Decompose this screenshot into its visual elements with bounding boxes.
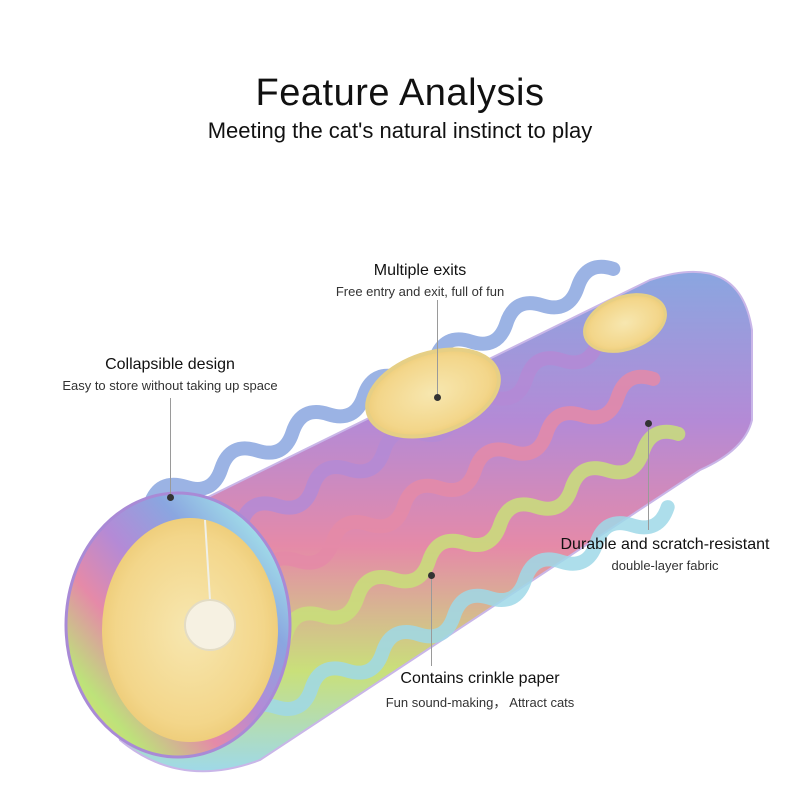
leader-line-exits xyxy=(437,300,438,396)
leader-dot-collapse xyxy=(167,494,174,501)
page-subtitle: Meeting the cat's natural instinct to pl… xyxy=(207,118,593,143)
callout-desc: double-layer fabric xyxy=(611,558,719,573)
callout-desc: Free entry and exit, full of fun xyxy=(335,284,505,299)
callout-title: Durable and scratch-resistant xyxy=(560,536,770,553)
leader-line-durable xyxy=(648,424,649,530)
callout-crinkle-paper: Contains crinkle paper Fun sound-making，… xyxy=(340,670,620,711)
callout-multiple-exits: Multiple exits Free entry and exit, full… xyxy=(300,262,540,299)
callout-desc: Easy to store without taking up space xyxy=(62,378,278,393)
callout-title: Multiple exits xyxy=(373,262,467,279)
page-title: Feature Analysis xyxy=(255,72,545,114)
leader-dot-durable xyxy=(645,420,652,427)
callout-desc: Fun sound-making， Attract cats xyxy=(385,695,575,710)
leader-line-collapse xyxy=(170,398,171,496)
leader-line-crinkle xyxy=(431,576,432,666)
leader-dot-exits xyxy=(434,394,441,401)
leader-dot-crinkle xyxy=(428,572,435,579)
callout-collapsible-design: Collapsible design Easy to store without… xyxy=(20,356,320,393)
callout-title: Collapsible design xyxy=(105,356,235,373)
callout-title: Contains crinkle paper xyxy=(400,670,560,687)
callout-durable: Durable and scratch-resistant double-lay… xyxy=(530,536,800,573)
